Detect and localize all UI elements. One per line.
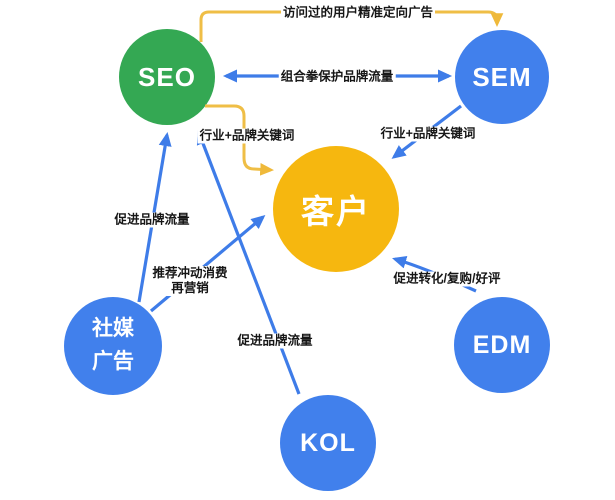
edge-label-edm-customer: 促进转化/复购/好评 <box>391 271 503 287</box>
edge-label-protect-brand: 组合拳保护品牌流量 <box>278 69 396 85</box>
node-sem-label: SEM <box>472 61 532 92</box>
node-seo: SEO <box>119 29 215 125</box>
edge-label-kol-seo: 促进品牌流量 <box>235 333 315 349</box>
edge-label-social-seo: 促进品牌流量 <box>112 212 192 228</box>
node-kol: KOL <box>280 395 376 491</box>
edge-label-social-customer: 推荐冲动消费 再营销 <box>150 266 230 296</box>
edge-label-social-customer-line1: 推荐冲动消费 <box>152 266 228 280</box>
node-edm-label: EDM <box>472 330 532 359</box>
node-social-ads-label: 社媒 广告 <box>92 313 134 378</box>
node-kol-label: KOL <box>300 428 356 457</box>
node-social-ads: 社媒 广告 <box>64 297 162 395</box>
edge-label-sem-keywords: 行业+品牌关键词 <box>378 126 478 142</box>
node-social-ads-line2: 广告 <box>92 350 134 373</box>
node-customer: 客户 <box>273 146 399 272</box>
edge-label-seo-keywords: 行业+品牌关键词 <box>197 128 297 144</box>
node-customer-label: 客户 <box>301 193 371 230</box>
node-seo-label: SEO <box>138 61 196 92</box>
arrow-social-to-customer <box>149 215 266 313</box>
node-edm: EDM <box>454 297 550 393</box>
edge-label-social-customer-line2: 再营销 <box>171 281 209 295</box>
edge-label-retargeting: 访问过的用户精准定向广告 <box>280 5 436 21</box>
node-social-ads-line1: 社媒 <box>92 317 134 341</box>
node-sem: SEM <box>455 30 549 124</box>
